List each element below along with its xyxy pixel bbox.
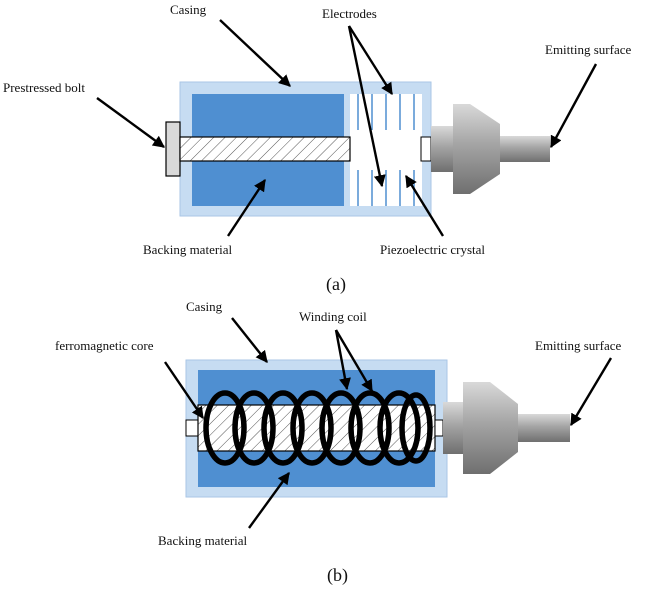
piezo-center (350, 130, 422, 170)
label-casing-b: Casing (186, 299, 223, 314)
label-backing-material-a: Backing material (143, 242, 233, 257)
label-prestressed-bolt: Prestressed bolt (3, 80, 85, 95)
label-casing-a: Casing (170, 2, 207, 17)
bolt-tip (420, 136, 432, 162)
piezo-transducer-diagram: Casing Electrodes Prestressed bolt Emitt… (3, 2, 632, 295)
prestressed-bolt (179, 136, 351, 162)
horn-a (431, 104, 550, 194)
arrows-a (96, 19, 598, 237)
core-stub-right (434, 419, 444, 437)
label-emitting-surface-a: Emitting surface (545, 42, 632, 57)
core-stub-left (185, 419, 199, 437)
caption-b: (b) (327, 565, 348, 586)
caption-a: (a) (326, 274, 346, 295)
label-emitting-surface-b: Emitting surface (535, 338, 622, 353)
label-piezoelectric-crystal: Piezoelectric crystal (380, 242, 485, 257)
winding-coil (203, 390, 433, 466)
label-winding-coil: Winding coil (299, 309, 367, 324)
arrows-b (164, 317, 613, 529)
label-backing-material-b: Backing material (158, 533, 248, 548)
horn-b (443, 382, 570, 474)
label-ferromagnetic-core: ferromagnetic core (55, 338, 154, 353)
magnetostrictive-transducer-diagram: Casing Winding coil ferromagnetic core E… (55, 299, 622, 586)
bolt-head (165, 121, 181, 177)
label-electrodes: Electrodes (322, 6, 377, 21)
